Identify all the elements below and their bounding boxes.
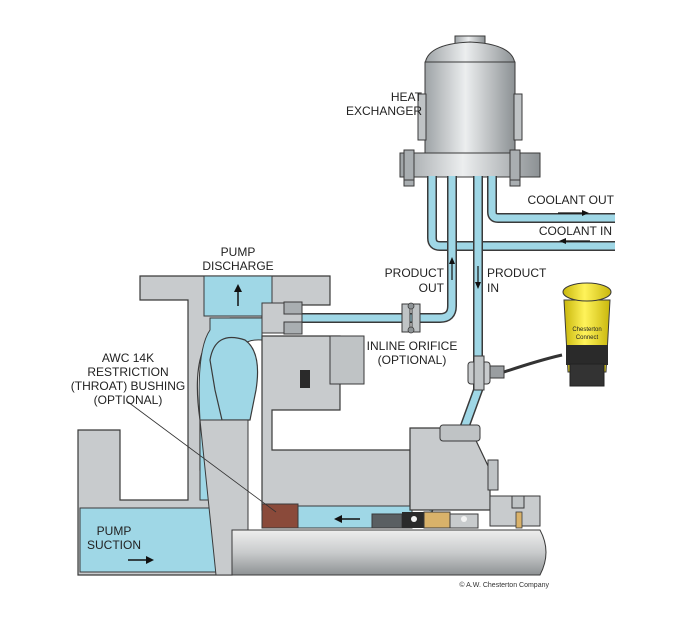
pump-discharge-label-line2: DISCHARGE: [202, 259, 273, 273]
throat-bushing: [261, 503, 299, 529]
heat-exchanger-label-line2: EXCHANGER: [346, 104, 422, 118]
mechanical-seal: [371, 424, 541, 529]
heat-exchanger-label-line1: HEAT: [391, 90, 423, 104]
bushing-label-line2: RESTRICTION: [87, 365, 168, 379]
sensor-brand-line2: Connect: [576, 335, 599, 341]
coolant-out-label: COOLANT OUT: [528, 193, 615, 207]
product-in-label-line1: PRODUCT: [487, 266, 547, 280]
inline-orifice-label-line1: INLINE ORIFICE: [367, 339, 458, 353]
copyright-text: © A.W. Chesterton Company: [459, 581, 549, 589]
coolant-in-pipe: [427, 176, 615, 251]
bushing-leader-line: [127, 401, 277, 513]
product-out-pipe: [300, 176, 457, 323]
product-in-label-line2: IN: [487, 281, 499, 295]
product-out-label-line2: OUT: [419, 281, 445, 295]
inline-orifice-label-line2: (OPTIONAL): [378, 353, 447, 367]
pump-suction-label-line1: PUMP: [97, 524, 132, 538]
heat-exchanger: [399, 35, 541, 187]
sensor-icon: Chesterton Connect: [503, 282, 612, 387]
bushing-label-line4: (OPTIONAL): [94, 393, 163, 407]
bushing-label-line1: AWC 14K: [102, 351, 154, 365]
coolant-in-label: COOLANT IN: [539, 224, 612, 238]
pump-suction-label-line2: SUCTION: [87, 538, 141, 552]
inline-orifice: [401, 302, 421, 334]
discharge-flange: [261, 301, 303, 335]
pump-discharge-label-line1: PUMP: [221, 245, 256, 259]
sensor-tee-valve: [467, 355, 505, 391]
pump-shaft: [231, 529, 547, 576]
coolant-out-pipe: [487, 176, 615, 223]
bushing-label-line3: (THROAT) BUSHING: [71, 379, 185, 393]
flow-arrow-icon: [128, 210, 590, 564]
sensor-brand-line1: Chesterton: [572, 327, 601, 333]
product-out-label-line1: PRODUCT: [385, 266, 445, 280]
